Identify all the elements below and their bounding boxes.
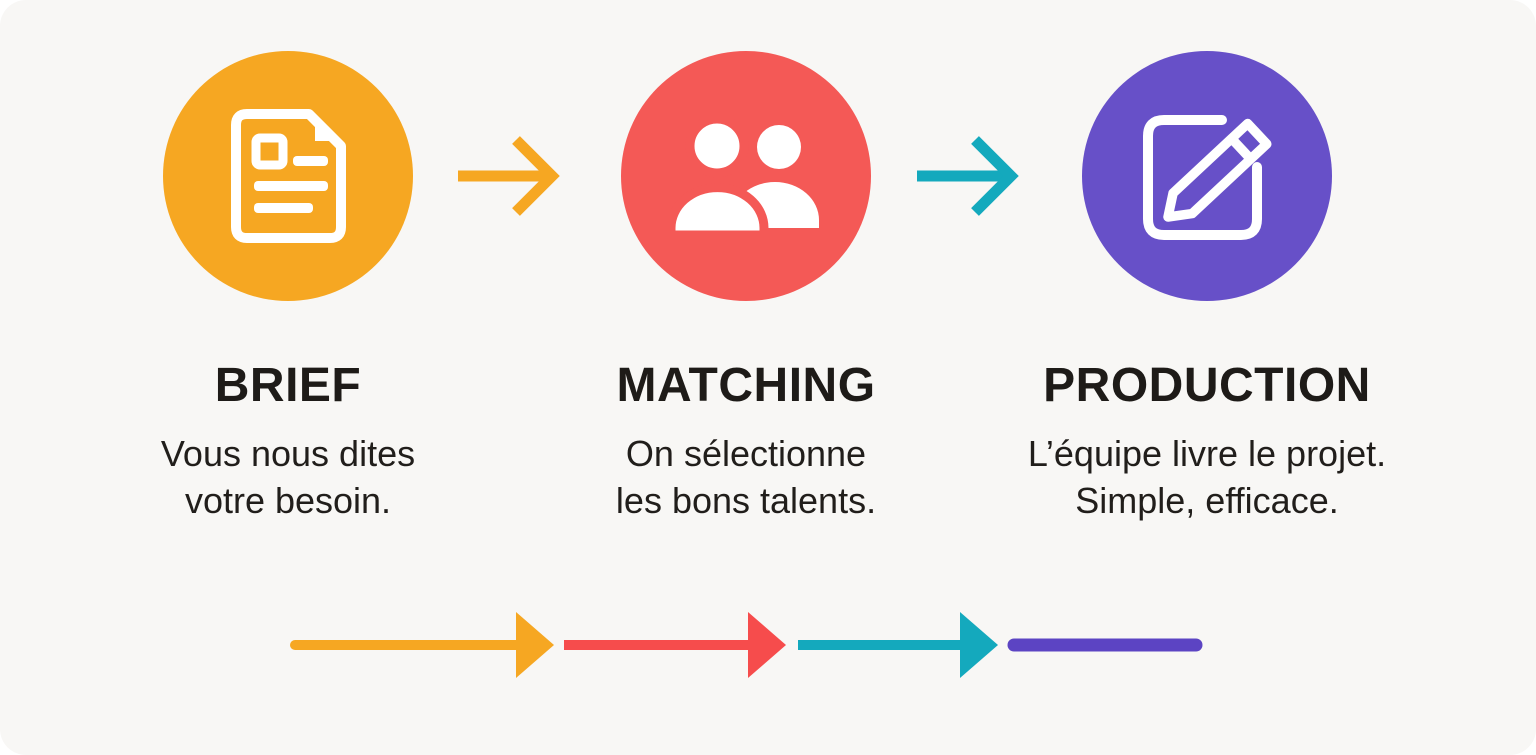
- pencil-eraser-band: [1227, 135, 1254, 163]
- progress-segment-matching: [564, 612, 786, 678]
- production-circle: [1082, 51, 1332, 301]
- document-outline: [230, 109, 346, 243]
- edit-square-outline: [1142, 115, 1262, 240]
- progress-segment-brief: [290, 612, 554, 678]
- segment-arrowhead: [516, 612, 554, 678]
- document-fold: [314, 123, 333, 141]
- production-title: PRODUCTION: [1043, 359, 1371, 412]
- step-matching: MATCHING On sélectionne les bons talents…: [516, 0, 976, 755]
- matching-description-line2: les bons talents.: [615, 480, 877, 521]
- segment-arrowhead: [748, 612, 786, 678]
- brief-title: BRIEF: [214, 359, 362, 412]
- production-description-line2: Simple, efficace.: [1075, 480, 1339, 521]
- front-person-body: [671, 182, 769, 235]
- pencil-body: [1162, 118, 1272, 222]
- matching-circle: [621, 51, 871, 301]
- production-description-line1: L’équipe livre le projet.: [1027, 433, 1387, 474]
- arrow-head: [971, 136, 1019, 216]
- pencil: [1162, 118, 1272, 222]
- production-description: L’équipe livre le projet. Simple, effica…: [977, 430, 1437, 524]
- arrow-head: [512, 136, 560, 216]
- progress-segment-production: [798, 612, 998, 678]
- document-square: [251, 133, 287, 170]
- brief-description-line1: Vous nous dites: [160, 433, 416, 474]
- edit-pencil-icon: [1142, 115, 1272, 240]
- matching-title: MATCHING: [616, 359, 876, 412]
- arrow-matching-to-production-icon: [917, 136, 1019, 216]
- document-icon: [230, 109, 346, 243]
- people-icon: [671, 117, 819, 235]
- document-short-line: [292, 156, 328, 166]
- brief-circle: [163, 51, 413, 301]
- document-line-2: [253, 203, 313, 213]
- front-person-head: [685, 117, 749, 177]
- step-production: PRODUCTION L’équipe livre le projet. Sim…: [977, 0, 1437, 755]
- progress-arrow-bar: [290, 612, 1203, 678]
- matching-description: On sélectionne les bons talents.: [516, 430, 976, 524]
- back-person-head: [757, 124, 801, 169]
- arrow-brief-to-matching-icon: [458, 136, 560, 216]
- brief-description-line2: votre besoin.: [184, 480, 392, 521]
- matching-description-line1: On sélectionne: [625, 433, 867, 474]
- step-brief: BRIEF Vous nous dites votre besoin.: [58, 0, 518, 755]
- document-line-1: [253, 181, 328, 191]
- segment-arrowhead: [960, 612, 998, 678]
- brief-description: Vous nous dites votre besoin.: [58, 430, 518, 524]
